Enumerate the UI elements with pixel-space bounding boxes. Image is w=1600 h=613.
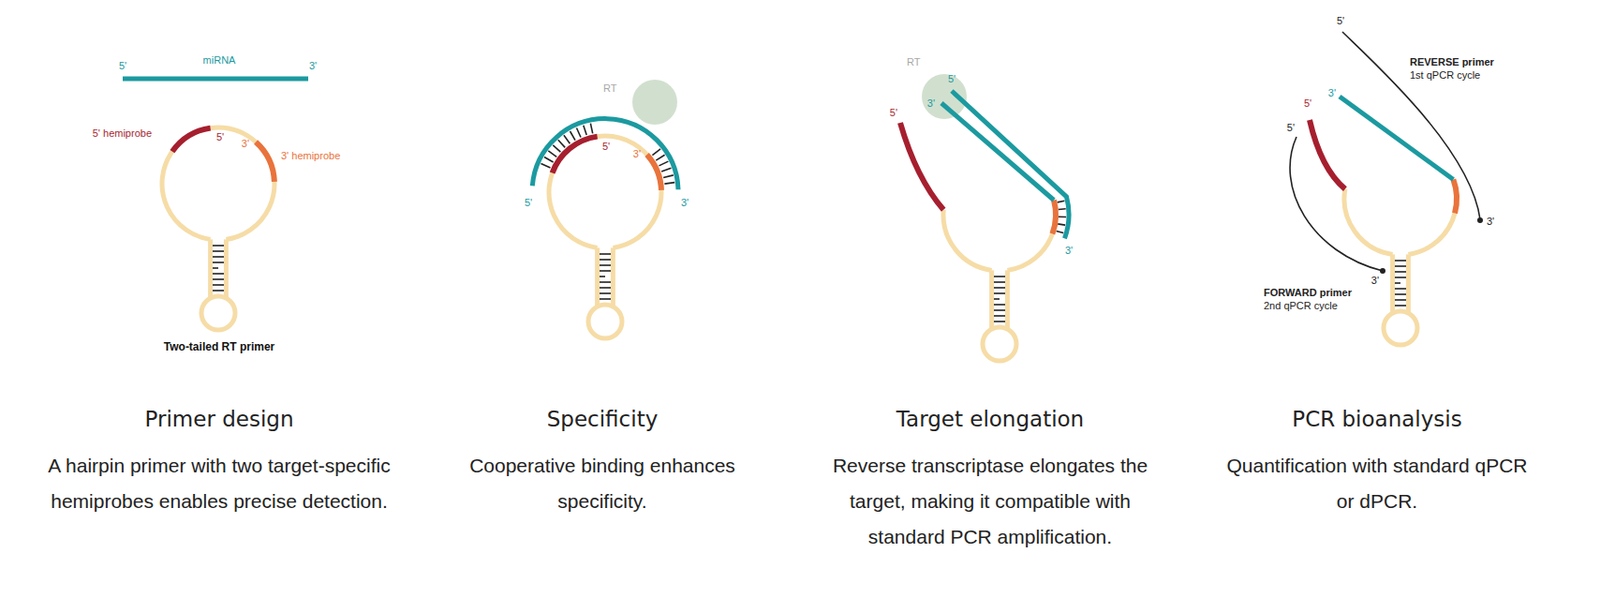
end-label: 3' [927,97,935,110]
mirna-strand [951,90,1069,238]
end-label: 5' [602,140,610,153]
base-pair [664,182,675,185]
hairpin-stem [201,238,236,330]
base-pair [659,161,669,166]
panel-primer-design [122,78,309,330]
hemiprobe-5 [172,128,211,152]
primer-loop [1407,213,1455,255]
base-pair [548,150,557,158]
base-pair [563,134,571,144]
base-pair [544,157,554,163]
primer-label: REVERSE primer [1409,56,1495,69]
hemiprobe-3 [1051,200,1056,235]
base-pair [1058,207,1067,210]
hemiprobe-3 [255,141,275,182]
panel-target-elongation [900,74,1069,361]
strand-label: miRNA [203,54,237,67]
base-pair [590,123,593,134]
hemiprobe-3 [647,154,662,191]
base-pair [577,128,582,138]
base-pair [541,163,551,169]
step-description: A hairpin primer with two target-specifi… [44,447,394,519]
base-pair [1057,200,1066,203]
base-pair [655,154,665,161]
cdna-extension [941,103,1054,201]
base-pair [570,131,577,141]
mirna-strand [532,118,679,191]
base-pair [1057,223,1066,225]
end-label: 5' [1303,97,1312,110]
hemiprobe-5 [900,122,944,210]
end-label: 5' [948,73,956,86]
step-heading: Primer design [145,404,295,433]
base-pair [552,145,561,152]
hemiprobe-5 [1309,119,1346,190]
hairpin-stem [982,269,1017,361]
enzyme-label: RT [603,82,617,95]
base-pair [663,175,674,178]
end-label: 5' [889,106,898,119]
cycle-label: 2nd qPCR cycle [1263,299,1338,312]
hairpin-stem [588,247,623,339]
step-heading: Target elongation [896,404,1084,433]
primer-end-dot [1379,267,1386,274]
hemiprobe-3 [1452,179,1457,214]
base-pair [1056,230,1065,233]
step-description: Reverse transcriptase elongates the targ… [821,447,1159,555]
forward-primer-line [1289,136,1383,271]
end-label: 3' [633,148,641,161]
base-pair [1058,215,1067,218]
end-label: 3' [309,59,317,73]
base-pair [651,148,661,156]
mirna-strand [122,76,309,82]
hemiprobe-5 [552,136,598,174]
primer-label: FORWARD primer [1263,286,1352,299]
end-label: 3' [1065,244,1073,257]
end-label: 3' [241,137,250,150]
end-label: 5' [216,131,224,144]
primer-loop [548,135,662,248]
enzyme-label: RT [906,56,920,69]
cdna-strand [1339,96,1453,180]
hairpin-stem [1383,253,1418,345]
base-pair [558,139,565,148]
cycle-label: 1st qPCR cycle [1409,69,1481,82]
part-label: 3' hemiprobe [281,149,341,163]
primer-loop [1007,234,1052,271]
primer-loop [162,127,275,239]
primer-loop [943,209,993,271]
end-label: 3' [1371,274,1379,287]
base-pair [661,167,671,172]
part-label: 5' hemiprobe [92,127,152,140]
primer-end-dot [1477,217,1483,223]
step-heading: PCR bioanalysis [1291,404,1462,433]
end-label: 3' [1486,215,1495,228]
primer-loop [1344,189,1393,255]
step-heading: Specificity [547,404,659,433]
end-label: 3' [1328,87,1336,100]
step-description: Quantification with standard qPCR or dPC… [1220,447,1535,519]
panel-specificity [532,79,679,339]
step-description: Cooperative binding enhances specificity… [452,447,753,519]
end-label: 5' [118,59,127,73]
end-label: 5' [1336,14,1345,28]
end-label: 5' [524,196,533,209]
caption-label: Two-tailed RT primer [163,340,275,354]
end-label: 3' [681,196,689,209]
rt-enzyme [632,79,678,125]
end-label: 5' [1287,121,1295,134]
base-pair [583,125,587,135]
